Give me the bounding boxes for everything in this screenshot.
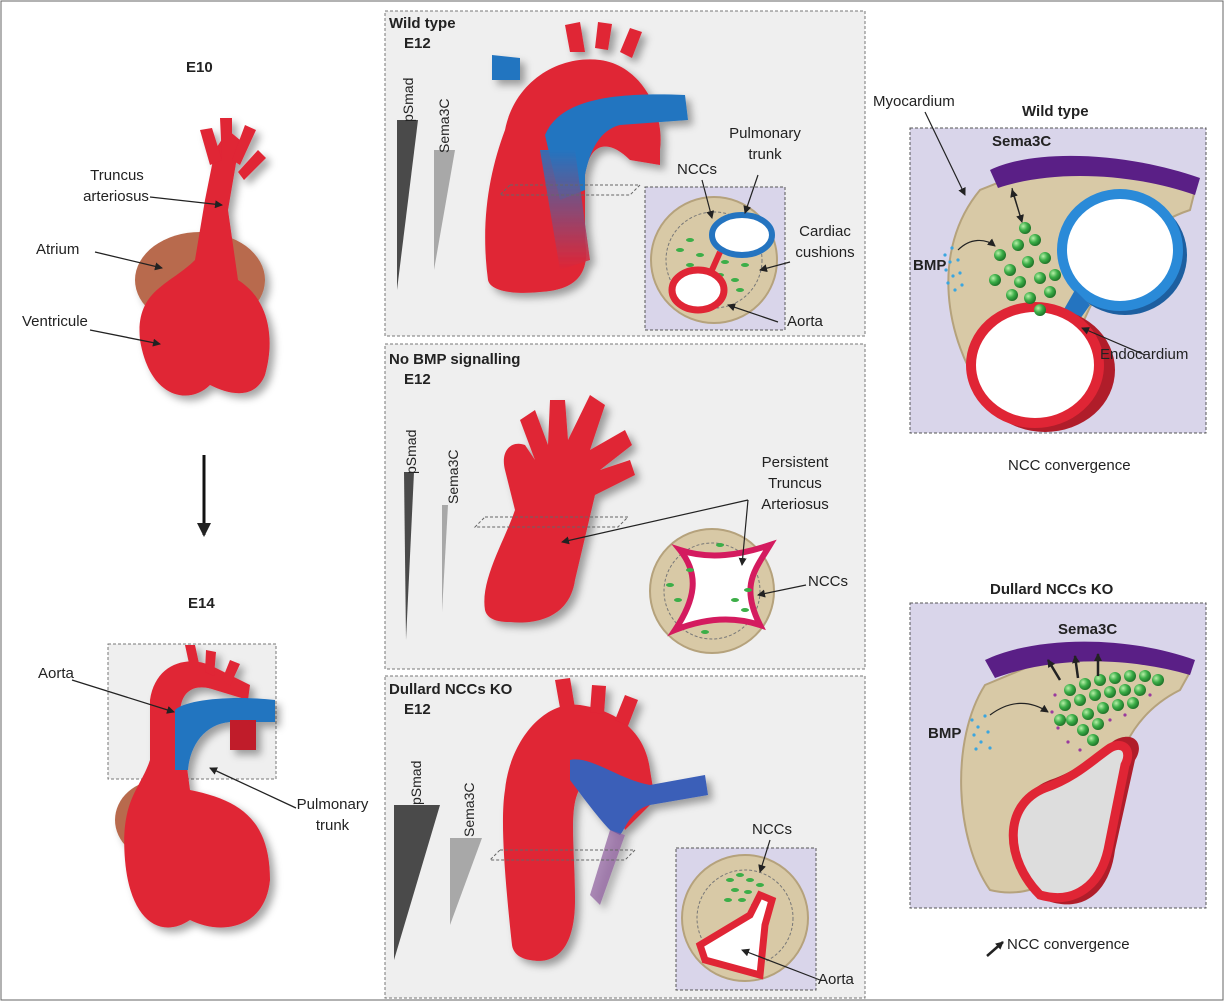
ncc-convergence-legend-arrow — [987, 942, 1003, 956]
nobmp-title: No BMP signalling — [389, 350, 520, 370]
right-ko-caption: NCC convergence — [1007, 935, 1130, 955]
wt-title: Wild type — [389, 14, 456, 34]
ko-nccs-label: NCCs — [752, 820, 792, 840]
wt-stage: E12 — [404, 34, 431, 54]
wt-pulm-label-1: Pulmonary — [720, 124, 810, 144]
right-ko-title: Dullard NCCs KO — [990, 580, 1113, 600]
wild-type-panel — [385, 11, 865, 336]
wt-section-aorta — [672, 270, 724, 310]
nobmp-sema3c-label: Sema3C — [443, 450, 463, 504]
nobmp-nccs-label: NCCs — [808, 572, 848, 592]
wt-cushion-label-2: cushions — [785, 243, 865, 263]
right-wt-sema3c-label: Sema3C — [992, 132, 1051, 152]
nobmp-pta-label-2: Truncus — [745, 474, 845, 494]
pulmonary-label-left-2: trunk — [285, 816, 380, 836]
pulmonary-label-left-1: Pulmonary — [285, 795, 380, 815]
right-wt-caption: NCC convergence — [1008, 456, 1131, 476]
ko-title: Dullard NCCs KO — [389, 680, 512, 700]
atrium-label: Atrium — [36, 240, 79, 260]
aorta-label-left: Aorta — [38, 664, 74, 684]
e14-label: E14 — [188, 594, 215, 614]
endocardium-label: Endocardium — [1100, 345, 1188, 365]
nobmp-stage: E12 — [404, 370, 431, 390]
right-wt-aorta — [971, 307, 1099, 423]
nobmp-psmad-label: pSmad — [401, 430, 421, 474]
e10-label: E10 — [186, 58, 213, 78]
ko-psmad-label: pSmad — [406, 761, 426, 805]
truncus-label-line1: Truncus — [72, 166, 162, 186]
wt-cushion-label-1: Cardiac — [785, 222, 865, 242]
right-wt-title: Wild type — [1022, 102, 1089, 122]
ventricule-label: Ventricule — [22, 312, 88, 332]
nobmp-pta-label-1: Persistent — [745, 453, 845, 473]
wt-psmad-label: pSmad — [398, 78, 418, 122]
wt-aorta-label: Aorta — [787, 312, 823, 332]
myocardium-label: Myocardium — [873, 92, 955, 112]
right-ko-sema3c-label: Sema3C — [1058, 620, 1117, 640]
wt-sema3c-label: Sema3C — [434, 99, 454, 153]
truncus-label-line2: arteriosus — [66, 187, 166, 207]
wt-section-pulmonary — [712, 215, 772, 255]
wt-pulm-label-2: trunk — [720, 145, 810, 165]
nobmp-pta-label-3: Arteriosus — [745, 495, 845, 515]
ko-stage: E12 — [404, 700, 431, 720]
e10-heart — [135, 118, 270, 396]
ko-aorta-label: Aorta — [818, 970, 854, 990]
right-wt-bmp-label: BMP — [913, 256, 946, 276]
ko-sema3c-label: Sema3C — [459, 783, 479, 837]
right-ko-bmp-label: BMP — [928, 724, 961, 744]
right-wt-pulmonary — [1062, 194, 1178, 306]
wt-nccs-label: NCCs — [677, 160, 717, 180]
